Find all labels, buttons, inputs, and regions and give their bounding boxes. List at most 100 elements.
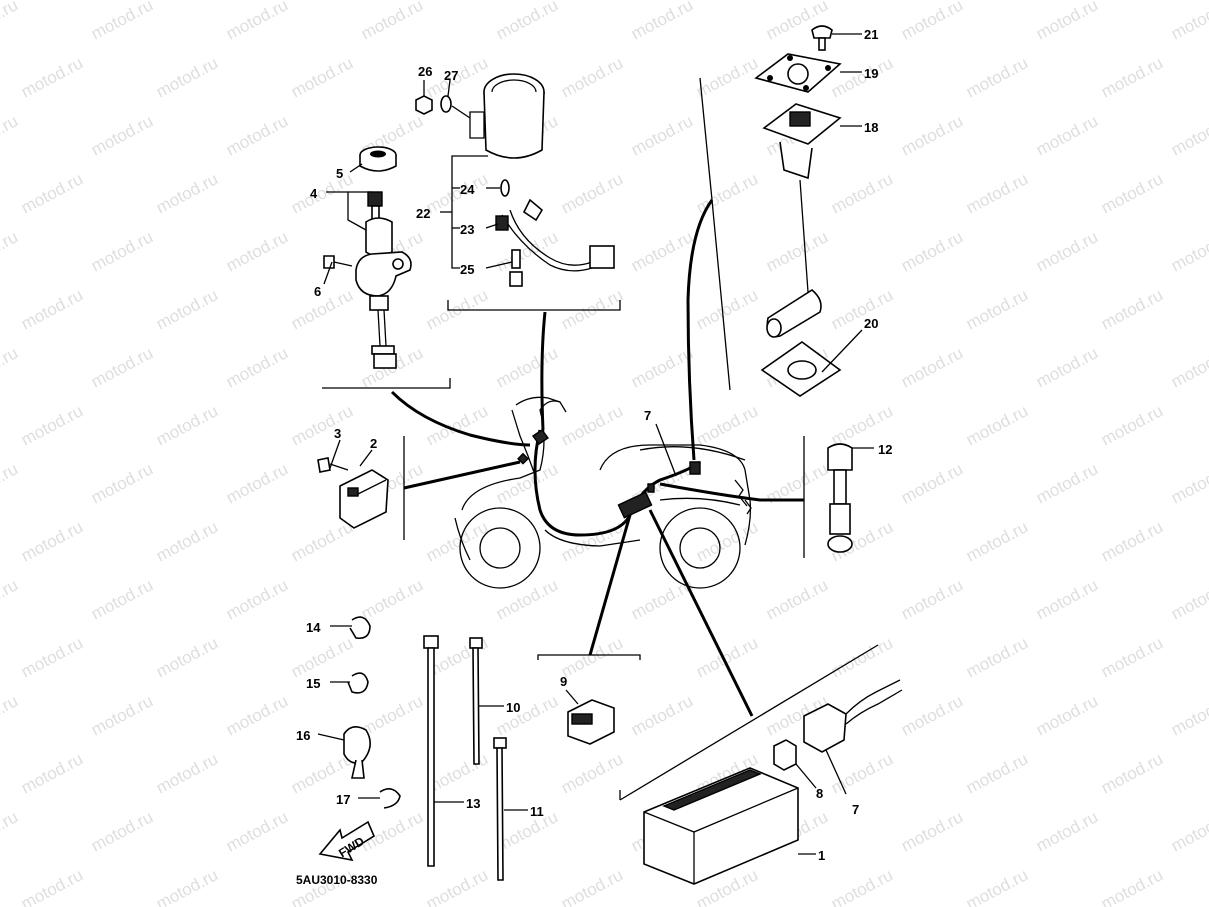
watermark-text: motod.ru	[88, 459, 156, 507]
watermark-text: motod.ru	[1098, 285, 1166, 333]
callout-18: 18	[864, 120, 878, 135]
watermark-text: motod.ru	[1168, 343, 1209, 391]
watermark-text: motod.ru	[898, 575, 966, 623]
watermark-text: motod.ru	[693, 517, 761, 565]
watermark-text: motod.ru	[693, 633, 761, 681]
callout-7-upper: 7	[644, 408, 651, 423]
watermark-text: motod.ru	[628, 0, 696, 44]
watermark-text: motod.ru	[1168, 459, 1209, 507]
watermark-text: motod.ru	[828, 285, 896, 333]
watermark-text: motod.ru	[88, 227, 156, 275]
watermark-text: motod.ru	[153, 401, 221, 449]
watermark-text: motod.ru	[898, 227, 966, 275]
watermark-text: motod.ru	[88, 575, 156, 623]
watermark-text: motod.ru	[1098, 169, 1166, 217]
watermark-text: motod.ru	[18, 285, 86, 333]
watermark-text: motod.ru	[0, 111, 21, 159]
watermark-text: motod.ru	[153, 749, 221, 797]
callout-9: 9	[560, 674, 567, 689]
callout-19: 19	[864, 66, 878, 81]
watermark-text: motod.ru	[223, 111, 291, 159]
watermark-text: motod.ru	[0, 807, 21, 855]
callout-13: 13	[466, 796, 480, 811]
callout-21: 21	[864, 27, 878, 42]
watermark-text: motod.ru	[558, 169, 626, 217]
watermark-text: motod.ru	[763, 575, 831, 623]
watermark-text: motod.ru	[828, 169, 896, 217]
callout-1: 1	[818, 848, 825, 863]
watermark-text: motod.ru	[423, 401, 491, 449]
watermark-text: motod.ru	[18, 401, 86, 449]
watermark-text: motod.ru	[1098, 633, 1166, 681]
watermark-text: motod.ru	[153, 517, 221, 565]
watermark-text: motod.ru	[18, 53, 86, 101]
watermark-text: motod.ru	[288, 285, 356, 333]
watermark-text: motod.ru	[1168, 111, 1209, 159]
watermark-text: motod.ru	[493, 227, 561, 275]
watermark-text: motod.ru	[693, 401, 761, 449]
watermark-text: motod.ru	[153, 53, 221, 101]
watermark-text: motod.ru	[1168, 227, 1209, 275]
callout-25: 25	[460, 262, 474, 277]
watermark-text: motod.ru	[898, 807, 966, 855]
callout-20: 20	[864, 316, 878, 331]
watermark-text: motod.ru	[898, 459, 966, 507]
watermark-text: motod.ru	[628, 691, 696, 739]
watermark-text: motod.ru	[558, 633, 626, 681]
watermark-text: motod.ru	[18, 865, 86, 907]
watermark-text: motod.ru	[0, 227, 21, 275]
watermark-text: motod.ru	[0, 459, 21, 507]
fuel-sender-assembly	[754, 25, 842, 397]
watermark-text: motod.ru	[1033, 575, 1101, 623]
watermark-text: motod.ru	[828, 633, 896, 681]
watermark-text: motod.ru	[223, 575, 291, 623]
watermark-text: motod.ru	[828, 53, 896, 101]
watermark-text: motod.ru	[963, 865, 1031, 907]
watermark-text: motod.ru	[628, 343, 696, 391]
diagram-code: 5AU3010-8330	[296, 873, 378, 887]
watermark-text: motod.ru	[963, 169, 1031, 217]
watermark-text: motod.ru	[963, 633, 1031, 681]
watermark-text: motod.ru	[153, 865, 221, 907]
watermark-text: motod.ru	[898, 0, 966, 44]
callout-labels: 1 2 3 4 5 6 7 7 8 9 10 11 12 13 14 15 16…	[296, 27, 892, 887]
watermark-text: motod.ru	[1033, 111, 1101, 159]
neutral-switch-assembly	[827, 443, 853, 553]
watermark-text: motod.ru	[493, 575, 561, 623]
watermark-text: motod.ru	[18, 169, 86, 217]
watermark-text: motod.ru	[288, 169, 356, 217]
watermark-text: motod.ru	[223, 227, 291, 275]
watermark-text: motod.ru	[288, 53, 356, 101]
watermark-text: motod.ru	[493, 691, 561, 739]
watermark-text: motod.ru	[693, 285, 761, 333]
watermark-text: motod.ru	[828, 865, 896, 907]
watermark-text: motod.ru	[1168, 691, 1209, 739]
watermark-text: motod.ru	[493, 343, 561, 391]
watermark-text: motod.ru	[358, 0, 426, 44]
main-switch-assembly	[323, 146, 412, 369]
watermark-text: motod.ru	[88, 0, 156, 44]
watermark-text: motod.ru	[223, 807, 291, 855]
watermark-text: motod.ru	[493, 0, 561, 44]
watermark-text: motod.ru	[0, 343, 21, 391]
watermark-text: motod.ru	[288, 517, 356, 565]
callout-24: 24	[460, 182, 475, 197]
watermark-text: motod.ru	[558, 53, 626, 101]
leader-lines	[317, 33, 874, 855]
watermark-text: motod.ru	[898, 111, 966, 159]
watermark-text: motod.ru	[223, 0, 291, 44]
regulator-assembly	[317, 457, 389, 529]
watermark-text: motod.ru	[153, 169, 221, 217]
callout-4: 4	[310, 186, 318, 201]
watermark-text: motod.ru	[0, 0, 21, 44]
cable-ties	[423, 635, 507, 881]
watermark-text: motod.ru	[1168, 575, 1209, 623]
callout-22: 22	[416, 206, 430, 221]
watermark-text: motod.ru	[1168, 807, 1209, 855]
callout-16: 16	[296, 728, 310, 743]
callout-3: 3	[334, 426, 341, 441]
callout-8: 8	[816, 786, 823, 801]
callout-17: 17	[336, 792, 350, 807]
